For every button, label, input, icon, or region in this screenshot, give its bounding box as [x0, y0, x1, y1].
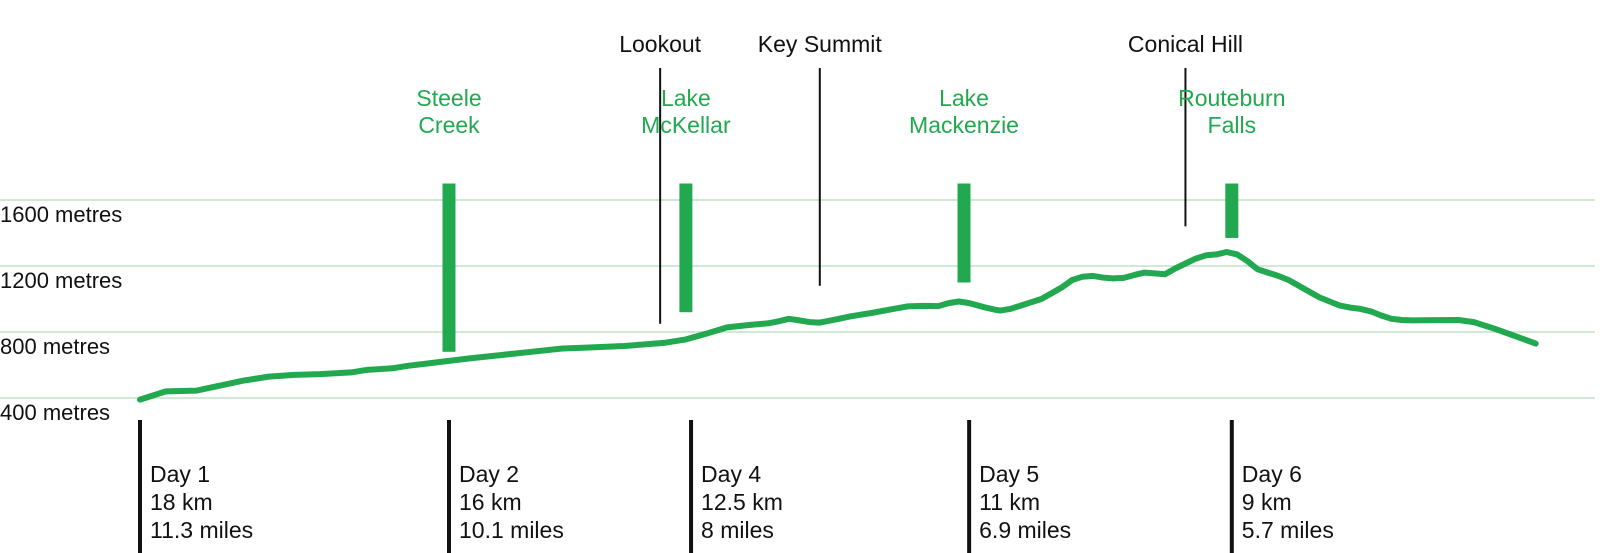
hut-bar-routeburn-falls — [1225, 183, 1239, 238]
gridlines — [0, 199, 1595, 399]
peak-label-lookout: Lookout — [619, 31, 701, 57]
hut-label-lake-mackenzie-line-1: Lake — [939, 85, 989, 111]
day-label-day-6-line-3: 5.7 miles — [1242, 517, 1334, 543]
elevation-line — [137, 249, 1539, 403]
day-label-day-2-line-2: 16 km — [459, 489, 522, 515]
hut-label-routeburn-falls-line-2: Falls — [1208, 112, 1257, 138]
y-axis-labels: 400 metres 800 metres 1200 metres 1600 metr… — [0, 202, 122, 425]
day-label-day-4-line-2: 12.5 km — [701, 489, 783, 515]
day-marker-day-5 — [967, 420, 972, 553]
hut-label-lake-mckellar-line-1: Lake — [661, 85, 711, 111]
day-label-day-5-line-1: Day 5 — [979, 461, 1039, 487]
day-label-day-1-line-2: 18 km — [150, 489, 213, 515]
y-tick-label-1200: 1200 metres — [0, 268, 122, 293]
elevation-series — [137, 249, 1539, 403]
hut-markers: SteeleCreekLakeMcKellarLakeMackenzieRout… — [416, 85, 1286, 352]
hut-bar-lake-mackenzie — [957, 183, 971, 283]
hut-label-steele-creek-line-2: Creek — [418, 112, 480, 138]
day-label-day-5-line-2: 11 km — [979, 489, 1040, 515]
peak-markers: Lookout Key Summit Conical Hill — [619, 31, 1243, 324]
hut-label-routeburn-falls-line-1: Routeburn — [1178, 85, 1285, 111]
hut-bar-lake-mckellar — [679, 183, 693, 313]
hut-label-lake-mckellar-line-2: McKellar — [641, 112, 731, 138]
y-tick-label-400: 400 metres — [0, 400, 110, 425]
day-marker-day-6 — [1229, 420, 1234, 553]
day-label-day-1-line-1: Day 1 — [150, 461, 210, 487]
day-label-day-5-line-3: 6.9 miles — [979, 517, 1071, 543]
y-tick-label-800: 800 metres — [0, 334, 110, 359]
hut-label-lake-mackenzie-line-2: Mackenzie — [909, 112, 1019, 138]
peak-label-conical-hill: Conical Hill — [1128, 31, 1243, 57]
day-marker-day-2 — [447, 420, 451, 553]
y-tick-label-1600: 1600 metres — [0, 202, 122, 227]
day-marker-day-1 — [138, 420, 142, 553]
peak-label-key-summit: Key Summit — [758, 31, 883, 57]
day-label-day-6-line-2: 9 km — [1242, 489, 1292, 515]
day-label-day-1-line-3: 11.3 miles — [150, 517, 253, 543]
day-label-day-6-line-1: Day 6 — [1242, 461, 1302, 487]
hut-bar-steele-creek — [442, 183, 456, 352]
day-marker-day-4 — [689, 420, 694, 553]
day-label-day-4-line-3: 8 miles — [701, 517, 774, 543]
day-label-day-2-line-1: Day 2 — [459, 461, 519, 487]
day-label-day-2-line-3: 10.1 miles — [459, 517, 564, 543]
hut-label-steele-creek-line-1: Steele — [416, 85, 481, 111]
day-label-day-4-line-1: Day 4 — [701, 461, 761, 487]
